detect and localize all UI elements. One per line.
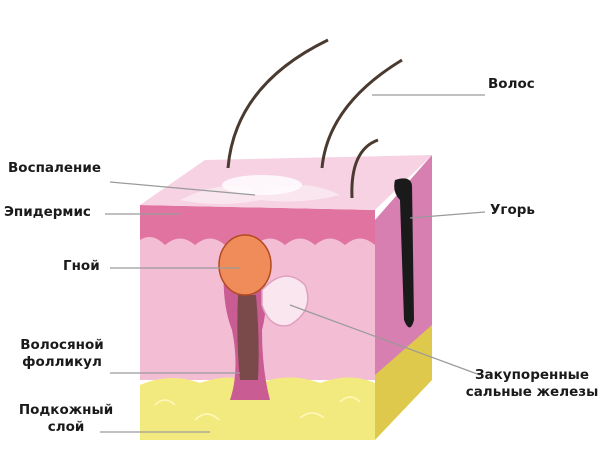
label-subcutaneous-line1: Подкожный [18, 402, 114, 418]
label-glands-line2: сальные железы [465, 384, 599, 400]
label-follicle-line2: фолликул [22, 354, 102, 370]
label-glands-line1: Закупоренные [474, 367, 590, 383]
label-pus: Гной [63, 258, 100, 274]
leader-blackhead [409, 211, 486, 219]
fat-layer-side [375, 325, 432, 440]
epidermis-layer [140, 205, 375, 245]
label-follicle: Волосяной фолликул [12, 337, 112, 371]
label-inflammation: Воспаление [8, 160, 101, 176]
hair-strand-1 [226, 38, 329, 169]
label-epidermis: Эпидермис [4, 204, 91, 220]
leader-glands [289, 304, 481, 376]
label-hair: Волос [488, 76, 535, 92]
inflammation-glow [222, 175, 302, 195]
hair-strand-2 [320, 58, 403, 169]
label-follicle-line1: Волосяной [20, 337, 104, 353]
pus-pocket [218, 234, 272, 296]
label-subcutaneous: Подкожный слой [10, 402, 122, 436]
label-glands: Закупоренные сальные железы [450, 367, 614, 401]
blackhead-pore [394, 178, 414, 328]
follicle-core [237, 295, 259, 380]
label-subcutaneous-line2: слой [47, 419, 85, 435]
label-blackhead: Угорь [490, 202, 535, 218]
subcutaneous-fat [140, 377, 375, 440]
hair-strand-3 [350, 138, 379, 199]
leader-inflammation [109, 181, 256, 196]
inflammation-bump [180, 185, 340, 204]
